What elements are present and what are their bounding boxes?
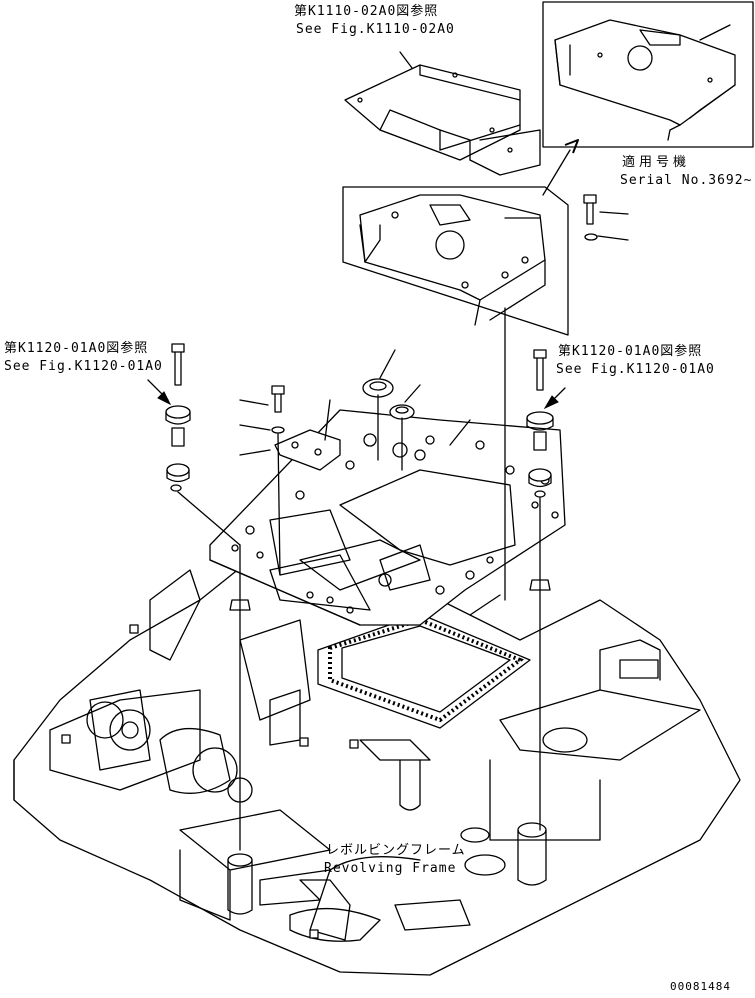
bolt-center xyxy=(239,385,285,576)
floor-plate xyxy=(209,409,566,626)
bolt-right-upper xyxy=(583,194,629,241)
left-ref-jp: 第K1120-01A0図参照 xyxy=(4,341,149,356)
center-cover-box xyxy=(342,186,569,601)
drawing-number: 00081484 xyxy=(670,980,731,993)
frame-jp: レボルビングフレーム xyxy=(326,843,466,858)
mount-stack-left xyxy=(165,343,251,851)
floor-gasket xyxy=(317,613,531,729)
mount-stack-right xyxy=(526,349,554,831)
top-ref-jp: 第K1110-02A0図参照 xyxy=(294,4,439,19)
serial-jp: 適用号機 xyxy=(622,155,691,170)
right-ref-jp: 第K1120-01A0図参照 xyxy=(558,344,703,359)
top-cover-assembly xyxy=(344,51,541,176)
leader-lines xyxy=(449,419,501,616)
cover-plate xyxy=(274,399,341,471)
grommets xyxy=(362,349,421,471)
right-ref-en: See Fig.K1120-01A0 xyxy=(556,362,715,377)
ref-arrows xyxy=(147,379,566,410)
serial-en: Serial No.3692~ xyxy=(620,173,753,188)
serial-inset xyxy=(542,1,754,196)
revolving-frame xyxy=(13,539,741,976)
top-ref-en: See Fig.K1110-02A0 xyxy=(296,22,455,37)
left-ref-en: See Fig.K1120-01A0 xyxy=(4,359,163,374)
frame-en: Revolving Frame xyxy=(324,861,457,876)
